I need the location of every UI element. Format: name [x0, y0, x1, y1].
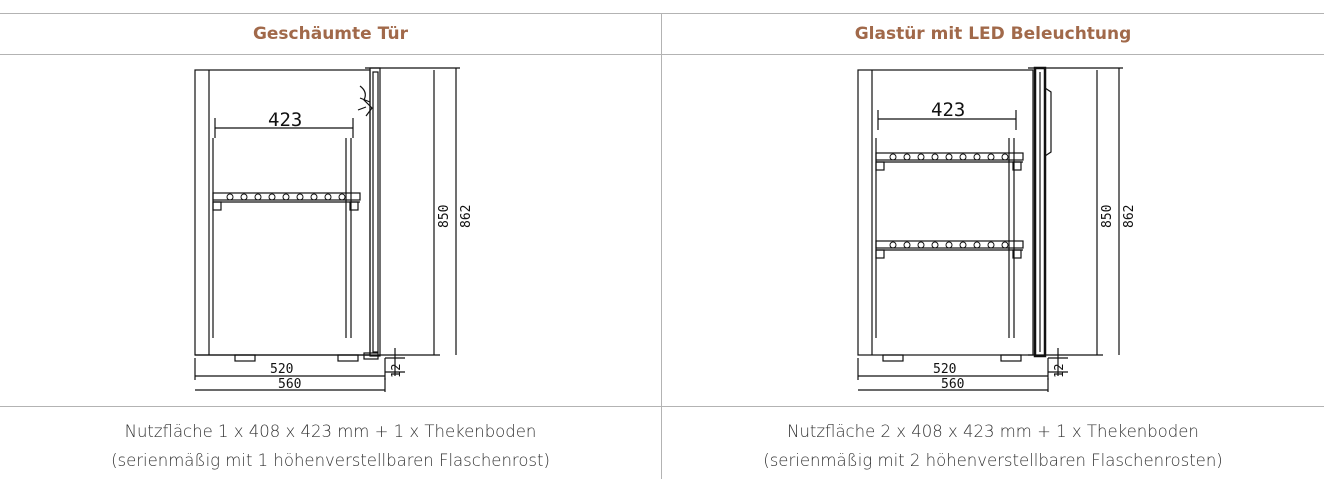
table-top-border	[0, 13, 1324, 14]
caption-glass-door: Nutzfläche 2 x 408 x 423 mm + 1 x Theken…	[662, 417, 1324, 475]
dim-total-width: 560	[941, 377, 964, 392]
dim-inner-width: 423	[931, 99, 965, 121]
caption-line-1: Nutzfläche 2 x 408 x 423 mm + 1 x Theken…	[787, 422, 1199, 441]
dim-base-width: 520	[933, 362, 956, 377]
cabinet-outline	[857, 69, 1034, 356]
door-hinge-icon	[357, 85, 373, 117]
dim-total-height: 862	[459, 205, 474, 228]
caption-line-2: (serienmäßig mit 1 höhenverstellbaren Fl…	[111, 451, 550, 470]
caption-line-2: (serienmäßig mit 2 höhenverstellbaren Fl…	[763, 451, 1223, 470]
column-title-foam-door: Geschäumte Tür	[252, 24, 409, 44]
door-handle-icon	[1044, 87, 1052, 157]
dim-total-width: 560	[278, 377, 301, 392]
dim-foot: 12	[389, 364, 403, 378]
fridge-drawing-glass-door: 423 520 560 850 862 12	[857, 66, 1137, 392]
column-divider	[661, 13, 662, 479]
dim-foot: 12	[1052, 364, 1066, 378]
header-divider	[0, 54, 1324, 55]
dim-inner-width: 423	[268, 109, 302, 131]
dim-height: 850	[1100, 205, 1115, 228]
dim-total-height: 862	[1122, 205, 1137, 228]
fridge-drawing-foam-door: 423 520 560 850 862 12	[194, 67, 474, 392]
caption-divider	[0, 406, 1324, 407]
dim-base-width: 520	[270, 362, 293, 377]
column-title-glass-door: Glastür mit LED Beleuchtung	[854, 24, 1132, 44]
caption-line-1: Nutzfläche 1 x 408 x 423 mm + 1 x Theken…	[124, 422, 537, 441]
dim-height: 850	[437, 205, 452, 228]
caption-foam-door: Nutzfläche 1 x 408 x 423 mm + 1 x Theken…	[0, 417, 661, 475]
